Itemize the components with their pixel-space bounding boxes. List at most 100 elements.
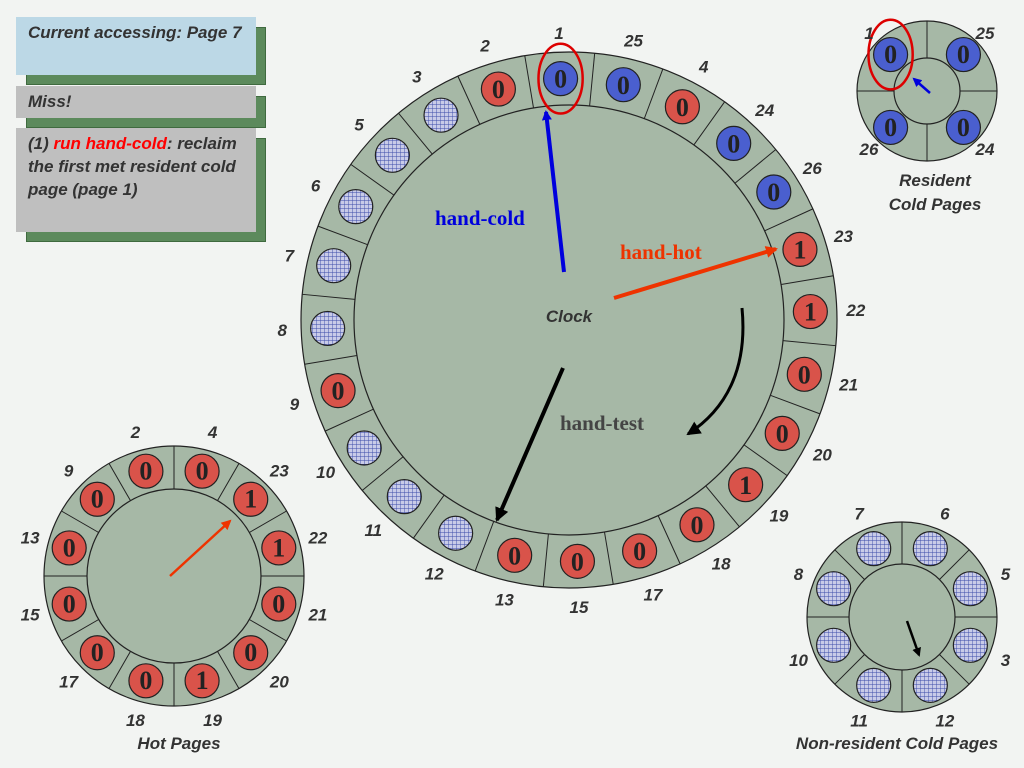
resident-cold-ref-bit: 0 (884, 113, 897, 142)
main-clock-page-label: 17 (643, 585, 663, 604)
hot-pages-hand (169, 519, 232, 577)
main-clock-page-label: 8 (277, 321, 287, 340)
main-clock-page-token (728, 467, 764, 503)
hot-pages-page-label: 19 (203, 711, 222, 730)
resident-cold-page-label: 26 (859, 140, 879, 159)
main-clock-ref-bit: 0 (554, 65, 567, 94)
main-clock-page-token (423, 97, 459, 133)
resident-cold-page-label: 24 (975, 140, 995, 159)
main-clock-divider (317, 225, 368, 246)
hand-hot-arrow (613, 246, 778, 300)
hot-pages-inner-circle (86, 488, 262, 664)
main-clock-ref-bit: 1 (804, 298, 817, 327)
nonresident-cold-page-token (816, 571, 852, 607)
resident-cold-page-token (945, 36, 982, 73)
hot-pages-page-token (184, 453, 220, 489)
main-clock-ref-bit: 1 (739, 471, 752, 500)
hot-pages-page-token (184, 663, 220, 699)
nonresident-cold-divider (834, 654, 865, 685)
main-clock-ref-bit: 0 (332, 377, 345, 406)
main-clock-page-label: 1 (554, 24, 563, 43)
main-clock-page-token (480, 71, 516, 107)
step-callout: (1) run hand-cold: reclaim the first met… (16, 128, 266, 242)
main-clock-divider (474, 521, 495, 572)
hot-pages-page-label: 18 (126, 711, 145, 730)
resident-cold-page-label: 25 (975, 24, 995, 43)
main-clock-page-label: 18 (712, 554, 731, 573)
main-clock-divider (782, 340, 836, 347)
main-clock-ref-bit: 0 (798, 360, 811, 389)
nonresident-cold-page-label: 11 (850, 711, 868, 730)
main-clock-page-token (310, 310, 346, 347)
hot-pages-page-token (261, 586, 297, 622)
main-clock-divider (350, 163, 395, 196)
resident-cold-caption-line1: Resident (899, 171, 972, 190)
resident-cold-ref-bit: 0 (957, 40, 970, 69)
hot-pages-page-token (233, 481, 269, 517)
hot-pages-ref-bit: 0 (63, 533, 76, 562)
hot-pages-divider (249, 619, 287, 642)
main-clock-divider (657, 515, 681, 565)
miss-text: Miss! (16, 86, 256, 118)
main-clock-page-label: 12 (425, 564, 444, 583)
hot-pages-divider (108, 651, 131, 689)
main-clock-page-label: 13 (495, 591, 514, 610)
hand-test-arrow (495, 367, 565, 522)
nonresident-cold-caption: Non-resident Cold Pages (796, 734, 998, 753)
nonresident-cold-page-label: 7 (854, 505, 865, 524)
main-clock-page-token (542, 61, 579, 97)
main-clock-ref-bit: 0 (508, 541, 521, 570)
nonresident-cold-divider (834, 549, 865, 580)
hot-pages-page-token (51, 586, 87, 622)
hot-pages-page-token (261, 530, 297, 566)
main-clock-page-token (786, 356, 822, 392)
step-text: (1) run hand-cold: reclaim the first met… (16, 128, 256, 232)
hot-pages-page-label: 2 (130, 423, 141, 442)
hand-test-label: hand-test (560, 411, 644, 435)
main-clock-divider (361, 456, 404, 491)
main-clock-divider (398, 112, 433, 155)
main-clock-page-token (756, 174, 792, 210)
hot-pages-divider (249, 510, 287, 533)
main-clock-ref-bit: 0 (617, 71, 630, 100)
hot-pages-page-token (128, 663, 164, 699)
main-clock-divider (524, 55, 535, 109)
hot-pages-page-label: 15 (21, 606, 40, 625)
hot-pages-ref-bit: 1 (272, 533, 285, 562)
hot-pages-divider (108, 463, 131, 501)
hot-pages-page-token (79, 481, 115, 517)
hot-pages-ref-bit: 0 (139, 457, 152, 486)
main-clock-page-label: 2 (479, 37, 490, 56)
nonresident-cold-page-token (912, 531, 948, 567)
main-clock-page-token (386, 479, 422, 515)
resident-cold-highlight-ellipse (867, 18, 914, 91)
hot-pages-page-label: 21 (307, 606, 327, 625)
hot-pages-ref-bit: 0 (272, 589, 285, 618)
main-clock-page-label: 4 (698, 58, 709, 77)
nonresident-cold-page-label: 5 (1001, 565, 1011, 584)
hot-pages-ref-bit: 1 (196, 666, 209, 695)
main-clock-divider (643, 68, 664, 119)
main-clock-divider (457, 75, 481, 125)
main-clock-divider (780, 275, 834, 286)
hot-pages-page-label: 13 (21, 528, 40, 547)
nonresident-cold-page-label: 6 (940, 505, 950, 524)
main-clock-highlight-ellipse (537, 42, 584, 115)
nonresident-cold-page-label: 8 (794, 565, 804, 584)
hand-cold-label: hand-cold (435, 206, 525, 230)
nonresident-cold-hand (905, 620, 921, 657)
rotation-arrow (686, 307, 745, 436)
main-clock-page-label: 10 (316, 463, 335, 482)
hot-pages-ref-bit: 0 (139, 666, 152, 695)
nonresident-cold-page-token (856, 667, 892, 703)
nonresident-cold-divider (939, 549, 970, 580)
main-clock-divider (770, 394, 821, 415)
hot-pages-page-token (128, 453, 164, 489)
main-clock-page-token (559, 543, 596, 579)
hot-pages-page-token (51, 530, 87, 566)
nonresident-cold-inner-circle (848, 563, 956, 671)
nonresident-cold-page-label: 12 (935, 711, 954, 730)
main-clock-divider (734, 149, 777, 184)
